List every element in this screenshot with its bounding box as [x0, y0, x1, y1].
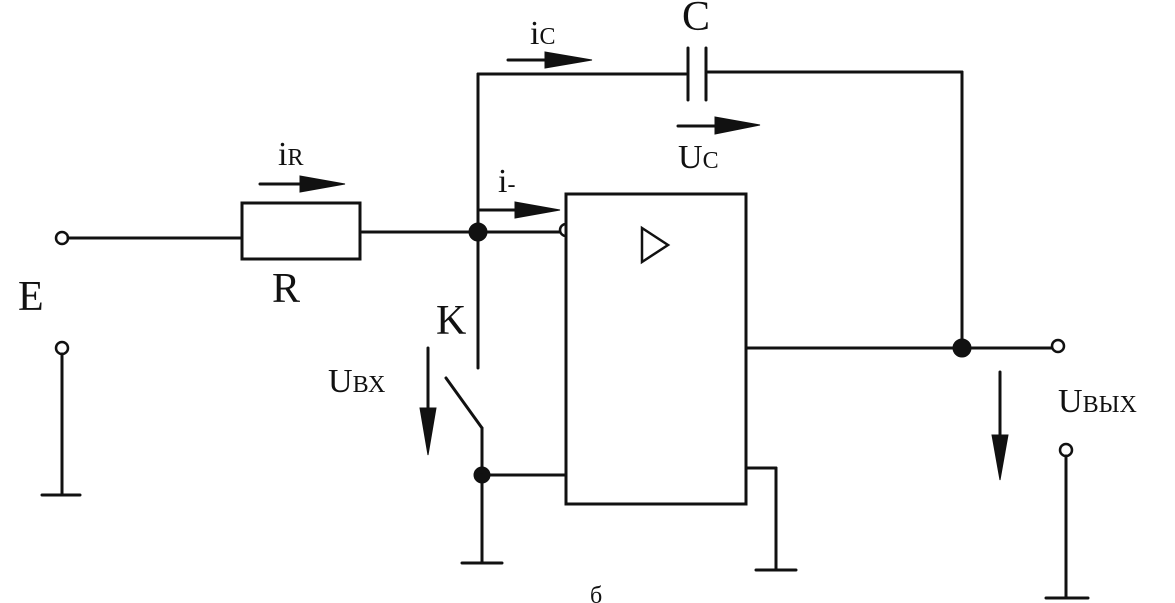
input-terminal-top [54, 230, 70, 246]
resistor-icon [240, 201, 362, 261]
output-junction [952, 338, 972, 358]
input-terminal-bottom [54, 340, 70, 356]
output-terminal-top [1050, 338, 1066, 354]
label-uout: UВЫХ [1058, 383, 1137, 420]
label-uc: UC [678, 139, 719, 176]
switch-k-icon [444, 376, 484, 477]
stray-glyph: б [590, 583, 602, 603]
capacitor-icon [686, 46, 708, 102]
current-ic-arrow-icon [506, 51, 593, 69]
output-terminal-bottom [1058, 442, 1074, 458]
label-e: E [18, 274, 44, 320]
voltage-uc-arrow-icon [676, 116, 761, 135]
label-ir: iR [278, 136, 303, 173]
current-iminus-arrow-icon [478, 201, 561, 219]
voltage-uin-arrow-icon [419, 346, 437, 456]
input-ground-icon [40, 352, 82, 497]
op-amp-ground-icon [744, 466, 798, 572]
label-k: K [436, 298, 466, 344]
label-r: R [272, 266, 300, 312]
label-ic: iC [530, 15, 555, 52]
input-side-ground-icon [460, 473, 504, 565]
label-uin: UВХ [328, 363, 385, 400]
label-c: C [682, 0, 710, 40]
amplifier-triangle-icon [640, 225, 671, 265]
label-iminus: i- [498, 163, 515, 200]
output-ground-icon [1044, 454, 1090, 600]
voltage-uout-arrow-icon [991, 370, 1009, 481]
current-ir-arrow-icon [258, 175, 346, 193]
